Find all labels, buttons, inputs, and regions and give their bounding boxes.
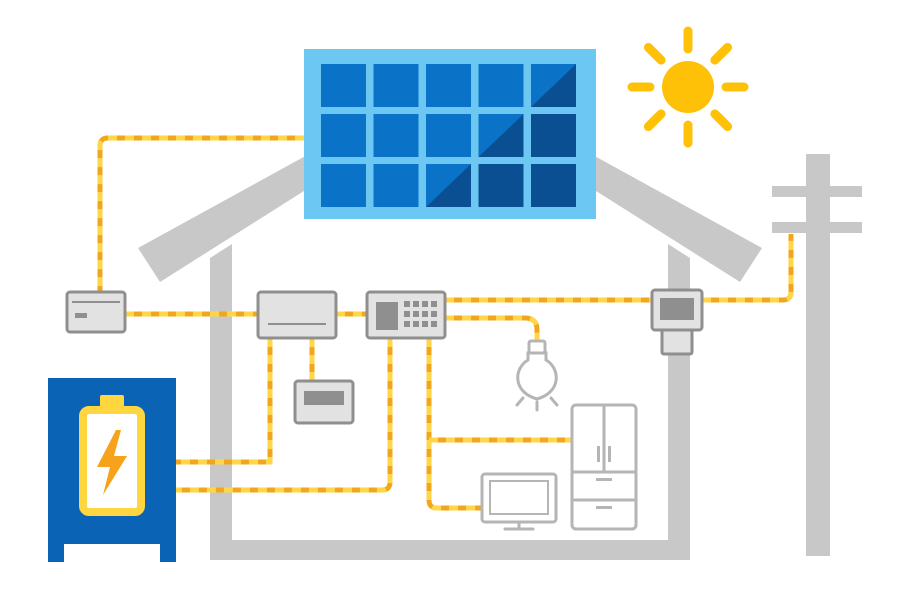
wire-meter-to-pole-dash <box>702 234 794 303</box>
solar-cell <box>426 64 471 107</box>
power-conditioner-body <box>256 290 338 340</box>
battery-terminal <box>100 395 124 407</box>
wire-board-to-battery-dash <box>176 338 393 493</box>
sun-ray <box>643 42 666 65</box>
pole-post <box>806 154 830 556</box>
solar-cell-shade <box>531 64 576 107</box>
power-conditioner-icon <box>256 290 338 340</box>
distribution-board-main-switch <box>376 302 398 330</box>
wire-board-to-tv-dash <box>426 440 482 511</box>
solar-cell <box>321 114 366 157</box>
breaker-switch <box>422 301 428 307</box>
solar-cell <box>373 64 419 107</box>
breaker-switch <box>431 311 437 317</box>
sun-core <box>662 61 714 113</box>
pole-crossarm-top <box>772 186 862 197</box>
bulb-socket <box>527 339 547 355</box>
battery-leg-right <box>160 544 176 562</box>
wire-inverter-to-battery-dash <box>176 338 273 465</box>
wire-inverter-to-battery <box>176 338 273 465</box>
electric-meter-window <box>660 298 694 320</box>
solar-panel-cells <box>321 64 576 207</box>
monitor-icon <box>480 472 558 531</box>
battery-leg-left <box>48 544 64 562</box>
monitor-unit-screen <box>304 391 344 405</box>
solar-cell <box>478 64 524 107</box>
bulb-ray-2 <box>515 396 525 407</box>
solar-panel-icon <box>304 49 596 219</box>
sun-ray <box>710 109 733 132</box>
lightning-bolt-icon <box>97 430 127 495</box>
bulb-glass <box>516 351 558 401</box>
solar-cell-shade <box>426 164 471 207</box>
wire-board-to-bulb <box>445 315 540 341</box>
refrigerator-handle-4 <box>596 506 612 509</box>
junction-box-tab <box>75 313 87 318</box>
solar-cell <box>321 64 366 107</box>
solar-cell <box>531 114 576 157</box>
house <box>138 148 762 560</box>
wire-board-to-bulb-base <box>445 315 540 341</box>
solar-cell <box>531 164 576 207</box>
junction-box-body <box>65 290 127 334</box>
house-roof-left <box>138 148 334 282</box>
refrigerator-handle-3 <box>596 478 612 481</box>
wire-panel-to-junction-dash <box>97 135 304 292</box>
breaker-switch <box>404 311 410 317</box>
refrigerator-handle-2 <box>608 446 611 462</box>
solar-cell <box>478 164 524 207</box>
electric-meter-icon <box>650 288 704 356</box>
monitor-unit-icon <box>293 379 355 425</box>
wire-board-to-tv-base <box>426 440 482 511</box>
breaker-switch <box>431 321 437 327</box>
tv-screen-inner <box>489 480 549 515</box>
junction-box-icon <box>65 290 127 334</box>
wiring <box>97 135 794 511</box>
solar-cell <box>321 164 366 207</box>
refrigerator-handle-1 <box>597 446 600 462</box>
sun-ray <box>710 42 733 65</box>
house-roof-right <box>566 148 762 282</box>
breaker-switch <box>413 301 419 307</box>
battery-icon <box>48 378 176 562</box>
breaker-switch <box>413 311 419 317</box>
solar-cell <box>373 164 419 207</box>
distribution-board-icon <box>365 290 447 340</box>
distribution-board-breakers <box>404 301 437 327</box>
solar-cell <box>373 114 419 157</box>
breaker-switch <box>404 301 410 307</box>
pole-crossarm-bottom <box>772 222 862 233</box>
wire-board-to-tv <box>426 440 482 511</box>
bulb-ray-3 <box>549 396 559 407</box>
electric-meter-base <box>660 328 694 356</box>
breaker-switch <box>404 321 410 327</box>
light-bulb-icon <box>515 339 559 412</box>
sun-icon <box>627 26 749 148</box>
breaker-switch <box>422 321 428 327</box>
wire-board-to-bulb-dash <box>445 315 540 341</box>
wire-panel-to-junction <box>97 135 304 292</box>
utility-pole-icon <box>772 154 862 556</box>
refrigerator-icon <box>570 403 638 531</box>
solar-cell-shade <box>478 114 524 157</box>
sun-ray <box>643 109 666 132</box>
breaker-switch <box>431 301 437 307</box>
wire-meter-to-pole <box>702 234 794 303</box>
solar-cell <box>426 114 471 157</box>
breaker-switch <box>413 321 419 327</box>
wire-board-to-battery-base <box>176 338 393 493</box>
wire-board-to-battery <box>176 338 393 493</box>
breaker-switch <box>422 311 428 317</box>
